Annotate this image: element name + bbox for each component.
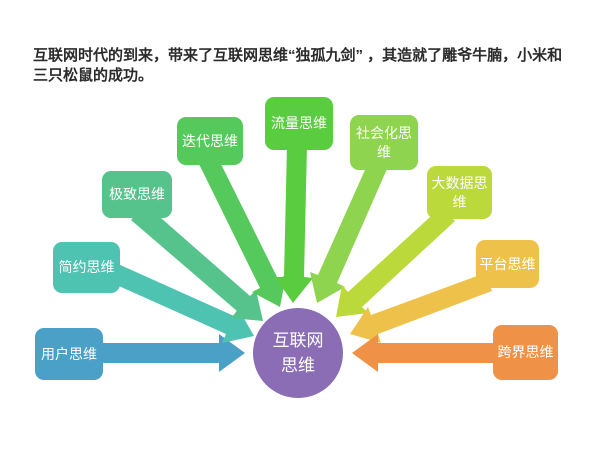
node-traffic-thinking: 流量思维 xyxy=(265,97,333,150)
node-platform-thinking: 平台思维 xyxy=(476,240,539,288)
arrow-bigdata-thinking xyxy=(336,207,455,317)
arrow-social-thinking xyxy=(310,161,387,303)
arrow-simplicity-thinking xyxy=(110,264,254,343)
node-crossover-thinking: 跨界思维 xyxy=(493,325,558,380)
node-bigdata-thinking: 大数据思维 xyxy=(427,166,492,219)
center-circle-internet-thinking: 互联网 思维 xyxy=(253,308,343,398)
node-label: 迭代思维 xyxy=(182,132,238,149)
node-simplicity-thinking: 简约思维 xyxy=(53,242,120,293)
node-label: 流量思维 xyxy=(271,115,327,131)
arrow-platform-thinking xyxy=(350,273,492,343)
node-label: 极致思维 xyxy=(109,186,165,202)
node-label: 大数据思维 xyxy=(431,174,488,210)
node-label: 平台思维 xyxy=(479,255,536,272)
arrow-iteration-thinking xyxy=(199,156,286,307)
node-label: 跨界思维 xyxy=(497,344,554,360)
center-label-line1: 互联网 xyxy=(272,331,324,350)
arrow-ultimate-thinking xyxy=(131,204,263,321)
node-social-thinking: 社会化思维 xyxy=(350,115,418,170)
arrow-user-thinking xyxy=(103,334,245,372)
arrow-crossover-thinking xyxy=(352,334,493,372)
node-user-thinking: 用户思维 xyxy=(35,328,103,380)
arrow-traffic-thinking xyxy=(275,145,313,303)
node-label: 社会化思维 xyxy=(356,124,412,160)
node-label: 简约思维 xyxy=(58,259,115,275)
intro-text: 互联网时代的到来，带来了互联网思维“独孤九剑” ，其造就了雕爷牛腩，小米和三只松… xyxy=(33,47,563,84)
node-label: 用户思维 xyxy=(41,345,97,362)
node-iteration-thinking: 迭代思维 xyxy=(177,117,243,165)
node-ultimate-thinking: 极致思维 xyxy=(102,171,172,218)
center-label-line2: 思维 xyxy=(281,356,315,375)
